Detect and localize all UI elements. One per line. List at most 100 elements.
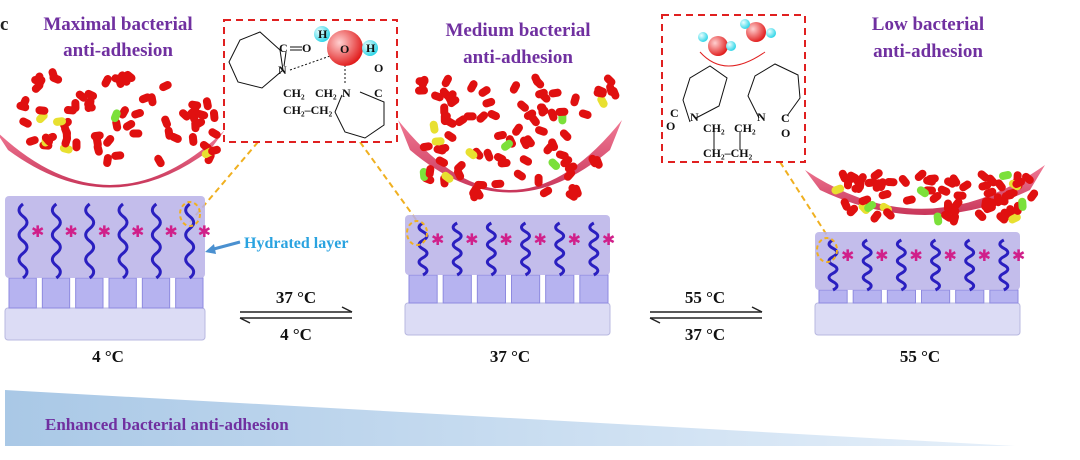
star-icon: ✱ xyxy=(602,232,615,249)
bacterium xyxy=(547,108,558,122)
bacterium xyxy=(1008,213,1021,224)
bacterium xyxy=(436,144,450,154)
bacterium xyxy=(838,169,849,183)
chem-group: CH₂–CH₂ xyxy=(703,146,753,160)
transition-forward-temp: 37 °C xyxy=(276,288,316,307)
bacterium xyxy=(588,154,599,168)
polymer-chain xyxy=(554,221,566,277)
bacterium xyxy=(1012,177,1025,188)
bacterium xyxy=(493,153,507,164)
chem-atom: H xyxy=(318,27,328,41)
bacterium xyxy=(941,210,954,222)
bacterium xyxy=(161,115,171,129)
bacterium xyxy=(191,119,200,133)
star-icon: ✱ xyxy=(64,224,77,241)
bacterium xyxy=(538,103,547,117)
bacterium xyxy=(528,114,540,127)
chem-group: CH₂ xyxy=(703,121,725,135)
bacterium xyxy=(122,72,131,86)
water-oxygen xyxy=(327,30,363,66)
pillar xyxy=(852,289,882,304)
bacterium xyxy=(840,198,851,211)
chem-atom: O xyxy=(374,61,383,75)
bacterium xyxy=(75,90,88,102)
bacterium xyxy=(465,148,478,160)
bacterium xyxy=(851,182,865,193)
state3-title-line2: anti-adhesion xyxy=(873,41,983,62)
bacterium xyxy=(916,186,929,198)
chem-atom: O xyxy=(340,42,349,56)
star-icon: ✱ xyxy=(431,232,444,249)
pillar xyxy=(476,274,507,304)
bacterium xyxy=(858,195,872,206)
zoom-connector xyxy=(189,141,259,223)
bacterium xyxy=(419,142,433,152)
star-icon: ✱ xyxy=(499,232,512,249)
bacterium xyxy=(19,117,32,128)
polymer-chain xyxy=(998,238,1010,292)
bacterium xyxy=(933,212,943,226)
state1-temperature: 4 °C xyxy=(92,347,124,366)
water-hydrogen xyxy=(314,26,330,42)
bacterium xyxy=(878,190,892,200)
bacterium xyxy=(597,95,608,108)
bacterium xyxy=(870,210,882,223)
bacterium xyxy=(61,134,72,148)
polymer-chain xyxy=(895,238,907,292)
substrate-base xyxy=(404,302,611,336)
bacterium xyxy=(476,111,489,123)
pillar xyxy=(818,289,848,304)
bacterium xyxy=(523,135,535,148)
bacterium xyxy=(71,99,80,113)
bacterium xyxy=(983,187,997,198)
bacterium xyxy=(72,138,81,152)
chem-atom: H xyxy=(366,41,376,55)
bacterium xyxy=(472,147,484,160)
bacterium xyxy=(441,171,454,183)
transition-reverse-temp: 37 °C xyxy=(685,325,725,344)
bacterium xyxy=(929,191,942,204)
bacterium xyxy=(208,145,221,156)
bacterium xyxy=(959,180,972,192)
pillar xyxy=(955,289,985,304)
bacterium xyxy=(870,169,883,181)
bacterium xyxy=(994,179,1006,192)
highlight-circle xyxy=(406,220,428,246)
polymer-chain xyxy=(964,238,976,292)
bacterium xyxy=(483,148,494,162)
bacterium xyxy=(34,76,46,89)
bacterium xyxy=(138,93,152,104)
bacterium xyxy=(593,88,607,98)
bacterium xyxy=(202,97,212,111)
polymer-chain xyxy=(84,202,96,280)
bacterium xyxy=(831,184,845,195)
bacterium xyxy=(937,185,951,196)
substrate-base xyxy=(4,307,206,341)
bacterium xyxy=(159,81,172,92)
bacterium xyxy=(431,91,444,102)
substrate-base xyxy=(814,302,1021,336)
bacterium xyxy=(864,178,878,188)
hydrated-layer-label: Hydrated layer xyxy=(244,235,348,252)
chem-atom: O xyxy=(666,119,675,133)
bacterium xyxy=(445,90,457,103)
bacterium xyxy=(415,86,429,95)
chem-group: CH₂ xyxy=(315,86,337,100)
bacterium xyxy=(548,138,559,151)
pillar xyxy=(921,289,951,304)
bacterium xyxy=(111,151,125,160)
substrates: ✱✱✱✱✱✱✱✱✱✱✱✱✱✱✱✱✱✱ xyxy=(4,196,1025,341)
state2-temperature: 37 °C xyxy=(490,347,530,366)
chem-atom: O xyxy=(302,41,311,55)
bacterium xyxy=(84,99,95,113)
gradient-label: Enhanced bacterial anti-adhesion xyxy=(45,415,289,434)
chem-atom: C xyxy=(670,106,679,120)
bacterium xyxy=(995,196,1009,206)
pillar xyxy=(579,274,609,304)
bacterium xyxy=(559,129,572,141)
bacterium xyxy=(444,131,457,142)
pillar xyxy=(75,277,104,309)
bacterium xyxy=(512,123,523,136)
bacterium xyxy=(467,80,478,93)
bacterium xyxy=(548,158,561,170)
